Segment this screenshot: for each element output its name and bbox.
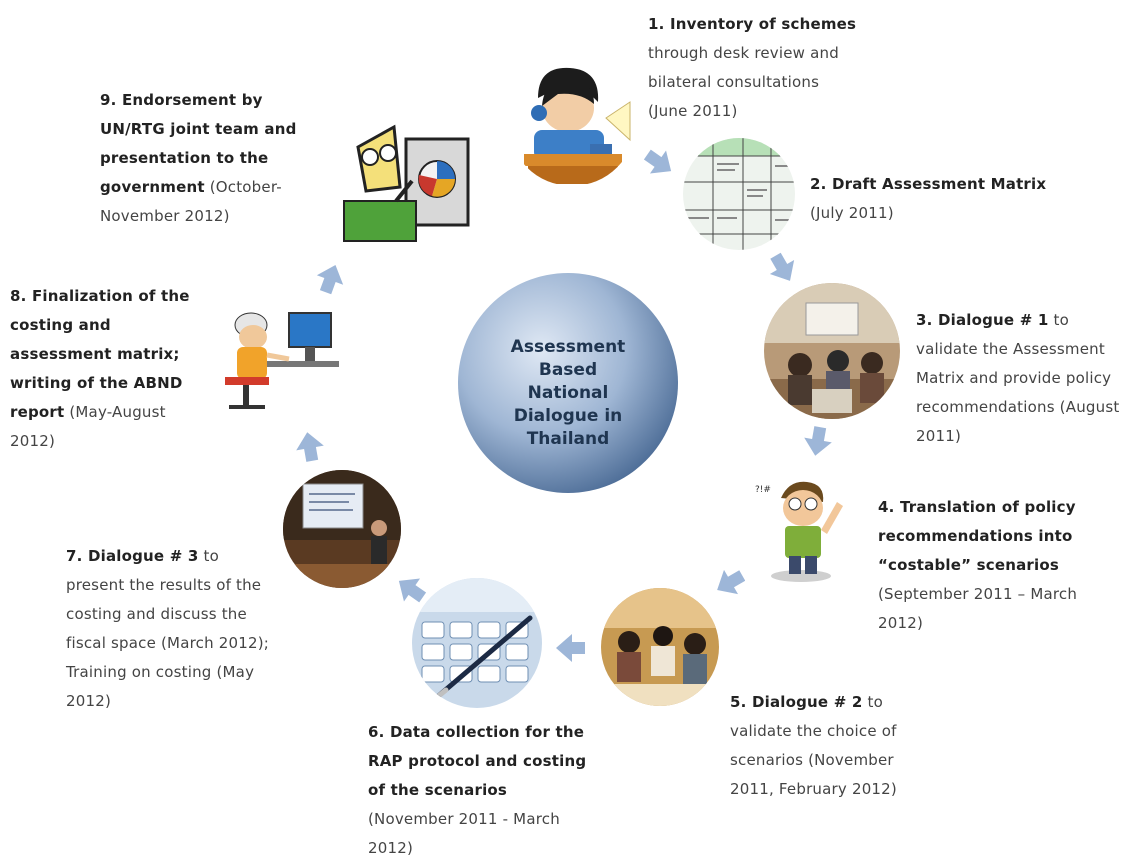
step-7-detail: to present the results of the costing an… [66, 547, 270, 710]
step-8-title: 8. Finalization of the costing and asses… [10, 287, 190, 421]
arrow-2-to-3 [763, 248, 803, 288]
step-9-image [336, 117, 476, 249]
arrow-7-to-8 [293, 429, 327, 464]
step-1-detail: through desk review and bilateral consul… [648, 44, 839, 120]
step-1-image [508, 58, 636, 186]
step-5-detail: to validate the choice of scenarios (Nov… [730, 693, 897, 798]
step-4-image: ?!# [745, 472, 857, 584]
step-5-image [601, 588, 719, 706]
step-7-text: 7. Dialogue # 3 to present the results o… [66, 542, 276, 716]
arrow-5-to-6 [556, 634, 585, 662]
center-circle [458, 273, 678, 493]
step-9-detail: (October-November 2012) [100, 178, 282, 225]
step-6-title: 6. Data collection for the RAP protocol … [368, 723, 587, 799]
step-6-detail: (November 2011 - March 2012) [368, 810, 560, 857]
step-3-title: 3. Dialogue # 1 [916, 311, 1049, 329]
step-1-text: 1. Inventory of schemes through desk rev… [648, 10, 858, 126]
step-3-image [764, 283, 900, 419]
center-label: Assessment Based National Dialogue in Th… [510, 337, 626, 449]
step-9-text: 9. Endorsement by UN/RTG joint team and … [100, 86, 314, 231]
arrow-8-to-9 [312, 260, 349, 298]
step-3-detail: to validate the Assessment Matrix and pr… [916, 311, 1120, 445]
step-7-title: 7. Dialogue # 3 [66, 547, 199, 565]
step-1-title: 1. Inventory of schemes [648, 15, 857, 33]
step-6-text: 6. Data collection for the RAP protocol … [368, 718, 588, 862]
step-4-text: 4. Translation of policy recommendations… [878, 493, 1088, 638]
step-2-image [683, 138, 795, 250]
step-8-image [215, 303, 341, 415]
svg-text:?!#: ?!# [755, 485, 771, 495]
step-2-title: 2. Draft Assessment Matrix [810, 175, 1047, 193]
step-5-title: 5. Dialogue # 2 [730, 693, 863, 711]
step-8-text: 8. Finalization of the costing and asses… [10, 282, 200, 456]
step-2-detail: (July 2011) [810, 204, 894, 222]
step-6-image [412, 578, 542, 708]
step-4-detail: (September 2011 – March 2012) [878, 585, 1078, 632]
step-2-text: 2. Draft Assessment Matrix (July 2011) [810, 170, 1050, 228]
step-3-text: 3. Dialogue # 1 to validate the Assessme… [916, 306, 1134, 451]
arrow-3-to-4 [801, 424, 835, 459]
step-9-title: 9. Endorsement by UN/RTG joint team and … [100, 91, 297, 196]
arrow-4-to-5 [710, 563, 750, 603]
step-5-text: 5. Dialogue # 2 to validate the choice o… [730, 688, 930, 804]
step-4-title: 4. Translation of policy recommendations… [878, 498, 1076, 574]
step-7-image [283, 470, 401, 588]
step-8-detail: (May-August 2012) [10, 403, 166, 450]
arrow-1-to-2 [639, 143, 680, 183]
